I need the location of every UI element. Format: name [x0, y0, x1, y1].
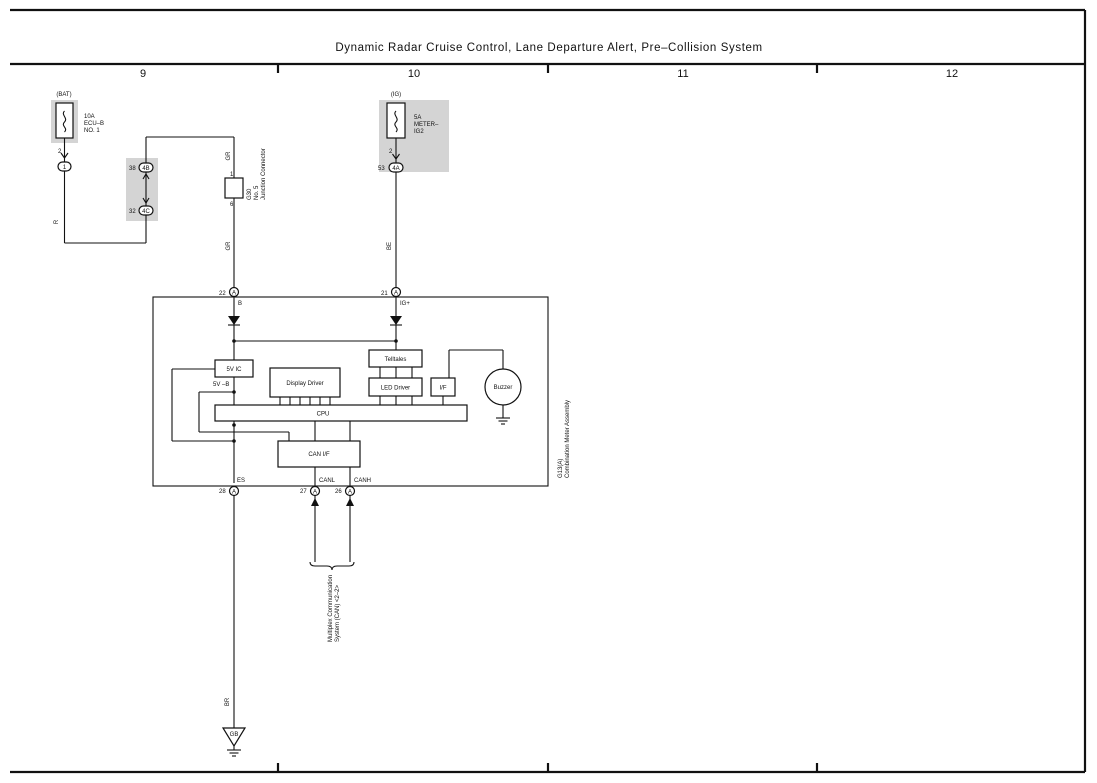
pin-es-conn: A: [232, 490, 236, 496]
pin-b-name: B: [238, 301, 242, 307]
diagram-frame: [10, 8, 1087, 774]
column-number-11: 11: [677, 68, 688, 80]
pin-ig-number: 21: [381, 291, 388, 297]
fuse-ig-source: (IG): [391, 92, 401, 98]
cpu-label: CPU: [317, 412, 330, 418]
brace-icon: [309, 561, 355, 571]
if-label: I/F: [440, 386, 447, 392]
fuse-bat-pin: 2: [58, 149, 62, 155]
fuse-icon: [394, 110, 398, 133]
wire-color-r: R: [54, 219, 60, 224]
meter-label: G13(A)Combination Meter Assembly: [558, 400, 571, 478]
wire-color-br: BR: [225, 697, 231, 706]
column-number-10: 10: [408, 68, 420, 80]
fuse-icon: [62, 110, 67, 133]
can-bus-lines: Multiplex CommunicationSystem (CAN) <2–2…: [309, 495, 355, 642]
connector-4a-label: 4A: [392, 166, 399, 172]
ground-icon: [496, 417, 510, 425]
wire-color-gr-top: GR: [226, 151, 232, 161]
connector-bat-label: 1: [63, 165, 67, 171]
five-v-b-label: 5V –B: [213, 382, 229, 388]
wire-color-be: BE: [387, 242, 393, 250]
display-driver-label: Display Driver: [286, 381, 323, 387]
ground-wire: BR GB: [221, 495, 247, 757]
g30-label: G30No. 5Junction Connector: [247, 148, 267, 200]
pin-ig-name: IG+: [400, 301, 410, 307]
pin-canh-name: CANH: [354, 478, 371, 484]
pin-canl-name: CANL: [319, 478, 336, 484]
pin-ig-conn: A: [394, 291, 398, 297]
buzzer-label: Buzzer: [494, 385, 513, 391]
can-reference: Multiplex CommunicationSystem (CAN) <2–2…: [328, 575, 341, 642]
fuse-bat-source: (BAT): [56, 92, 71, 98]
pin-canh-conn: A: [348, 490, 352, 496]
connector-4b-label: 4B: [142, 166, 149, 172]
fuse-ig-pin: 2: [389, 149, 393, 155]
diagram-title: Dynamic Radar Cruise Control, Lane Depar…: [335, 42, 762, 54]
diode-icon: [228, 316, 240, 325]
pin-es-number: 28: [219, 489, 226, 495]
can-if-label: CAN I/F: [308, 452, 330, 458]
pin-b-conn: A: [232, 291, 236, 297]
column-number-9: 9: [140, 68, 146, 80]
junction-pin-top: 38: [129, 166, 136, 172]
five-v-ic-label: 5V IC: [226, 367, 242, 373]
pin-b-number: 22: [219, 291, 226, 297]
pin-canl-conn: A: [313, 490, 317, 496]
pin-canl-number: 27: [300, 489, 307, 495]
junction-pin-bottom: 32: [129, 209, 136, 215]
telltales-label: Telltales: [385, 357, 407, 363]
connector-4c-label: 4C: [142, 209, 150, 215]
diode-icon: [390, 316, 402, 325]
g30-pin-top: 1: [230, 172, 234, 178]
combination-meter-assembly: G13(A)Combination Meter Assembly A 22 B …: [152, 286, 571, 497]
connector-4a-pin: 53: [378, 166, 385, 172]
arrow-up-icon: [311, 498, 319, 506]
column-number-12: 12: [946, 68, 958, 80]
pin-canh-number: 26: [335, 489, 342, 495]
ground-point-label: GB: [230, 732, 239, 738]
pin-es-name: ES: [237, 478, 245, 484]
junction-block: 4B 38 4C 32: [126, 136, 234, 243]
led-driver-label: LED Driver: [381, 386, 410, 392]
g30-pin-bottom: 6: [230, 202, 234, 208]
junction-connector-g30: GR 1 6 G30No. 5Junction Connector GR: [224, 137, 267, 287]
arrow-up-icon: [346, 498, 354, 506]
wire-color-gr-mid: GR: [226, 241, 232, 251]
ground-point-icon: [221, 727, 247, 748]
